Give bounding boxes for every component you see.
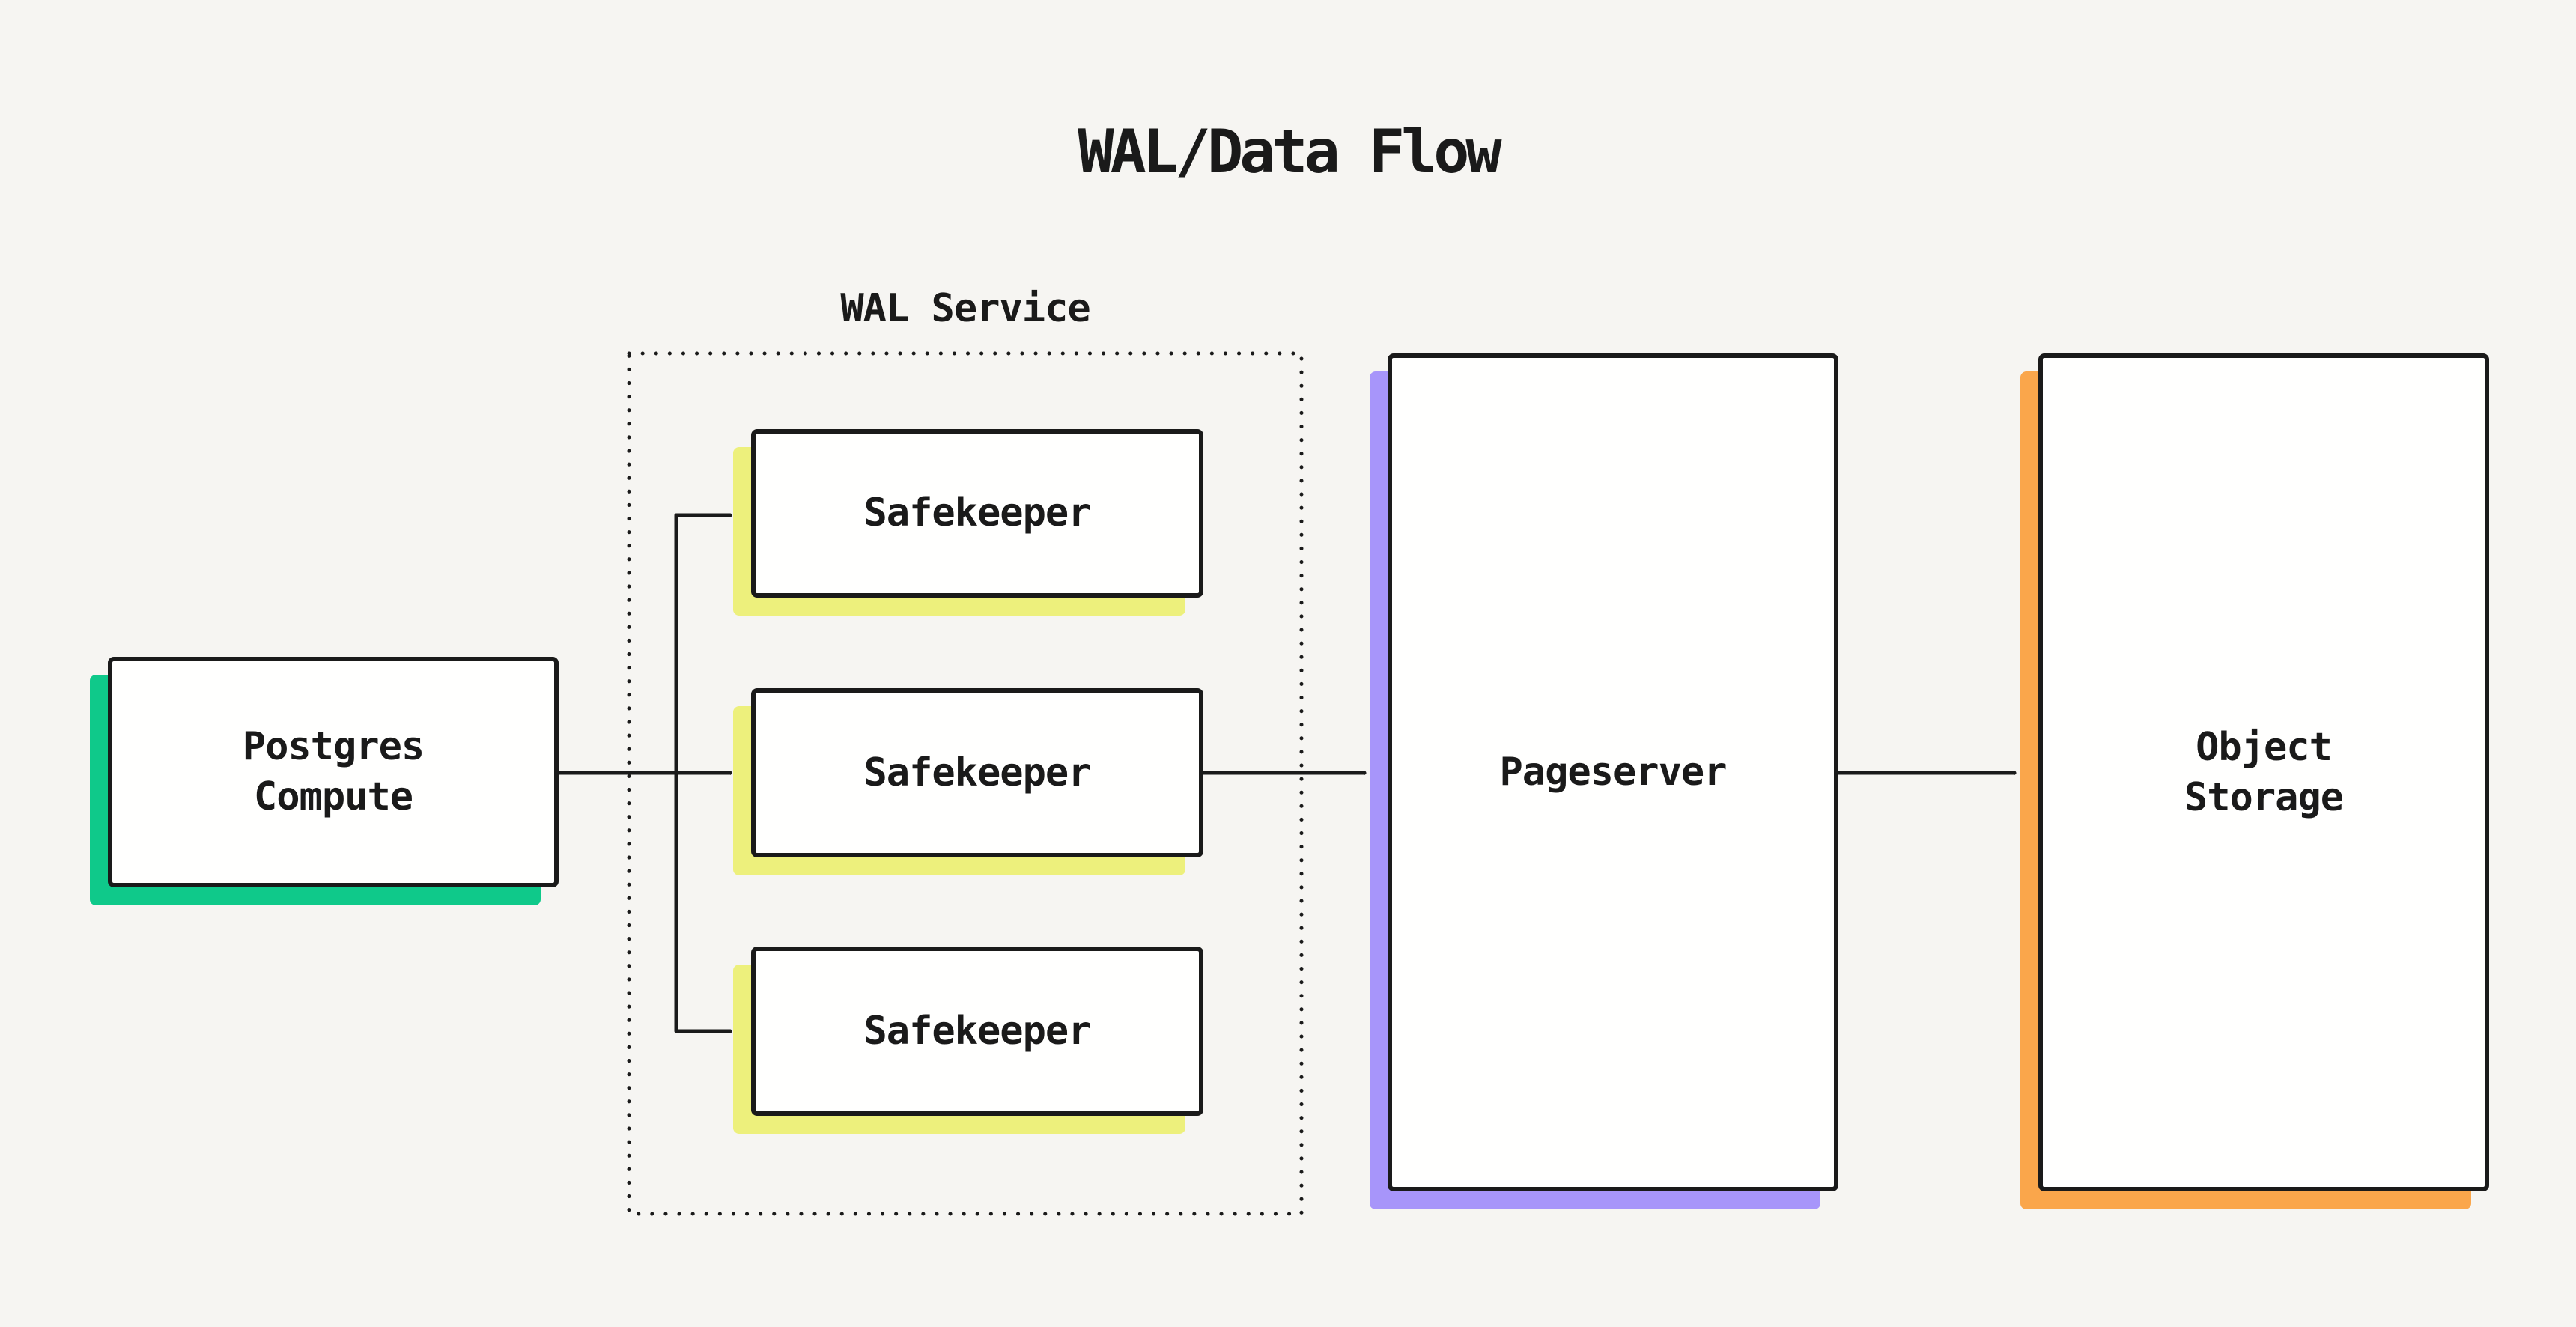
diagram-title: WAL/Data Flow: [1078, 117, 1501, 186]
node-postgres-compute: Postgres Compute: [108, 657, 559, 887]
node-safekeeper-3-label: Safekeeper: [863, 1008, 1091, 1054]
node-safekeeper-1-label: Safekeeper: [863, 491, 1091, 535]
node-safekeeper-2-label: Safekeeper: [863, 750, 1091, 795]
node-object-storage: Object Storage: [2038, 353, 2489, 1191]
node-safekeeper-3: Safekeeper: [751, 947, 1203, 1116]
edge-postgres-to-safekeeper-1: [674, 513, 732, 775]
wal-service-group-label: WAL Service: [840, 286, 1090, 331]
node-safekeeper-1: Safekeeper: [751, 429, 1203, 598]
edge-postgres-to-safekeeper-3: [674, 771, 732, 1031]
node-object-storage-label: Object Storage: [2184, 724, 2344, 820]
node-pageserver-label: Pageserver: [1499, 750, 1727, 795]
wal-service-group-border: [627, 351, 1304, 1216]
node-pageserver: Pageserver: [1388, 353, 1838, 1191]
node-safekeeper-2: Safekeeper: [751, 688, 1203, 857]
node-postgres-compute-label: Postgres Compute: [242, 724, 425, 819]
